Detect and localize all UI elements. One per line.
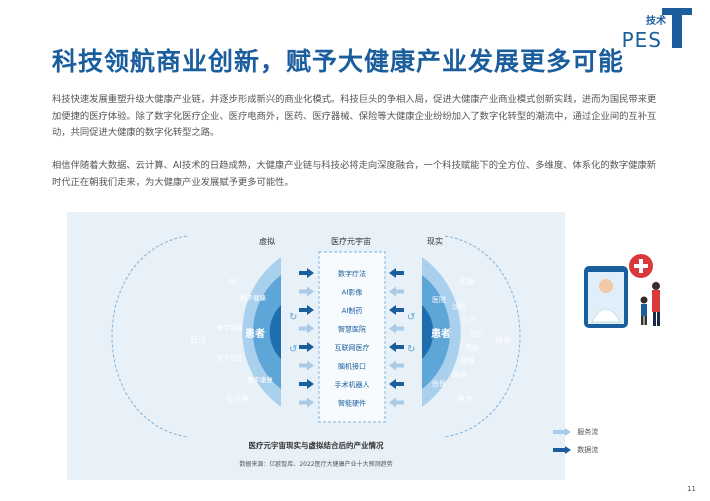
- left-rings: [242, 257, 281, 407]
- right-cycle-icon-bottom: ↻: [407, 344, 415, 355]
- middle-item: 脑机接口: [338, 362, 366, 371]
- data-arrow-icon: [553, 446, 571, 454]
- middle-item: 智能硬件: [338, 399, 366, 408]
- legend-service-label: 服务流: [577, 428, 599, 436]
- flow-arrow-right: [389, 360, 404, 371]
- diagram-source: 数据来源：亿欧智库、2022医疗大健康产业十大预测趋势: [239, 460, 392, 468]
- brand-logo: 技术 PES: [582, 8, 692, 54]
- legend-data-label: 数据流: [577, 446, 599, 454]
- middle-item: 互联网医疗: [335, 343, 370, 352]
- legend-data: 数据流: [553, 445, 633, 455]
- paragraph-1: 科技快速发展重塑升级大健康产业链，并逐步形成新兴的商业化模式。科技巨头的争相入局…: [52, 94, 657, 138]
- middle-arrows: [299, 268, 404, 408]
- brand-t-glyph: [662, 8, 692, 48]
- page-title: 科技领航商业创新，赋予大健康产业发展更多可能: [52, 47, 625, 76]
- flow-arrow-left: [299, 286, 314, 297]
- right-inner-drugs: 药品: [465, 343, 479, 352]
- left-inner-rehab: 数字康复: [247, 375, 274, 384]
- middle-item: AI制药: [342, 306, 363, 315]
- left-center: 患者: [245, 327, 265, 340]
- left-cycle-icon-top: ↻: [289, 312, 297, 323]
- flow-arrow-right: [389, 268, 404, 278]
- left-outer-cloud: 云计算: [225, 394, 249, 404]
- metaverse-diagram: 虚拟 医疗元宇宙 现实 患者 AI 算法 云计算 数字健康 数字诊断 数字治疗 …: [111, 235, 521, 468]
- right-inner-insurance: 伤保: [432, 379, 446, 388]
- dashed-arc-right: [444, 235, 521, 438]
- left-outer-ai: AI: [229, 277, 237, 286]
- right-outer-device: 设备: [459, 276, 475, 286]
- doctor-body: [591, 308, 621, 323]
- paragraph-2: 相信伴随着大数据、云计算、AI技术的日趋成熟，大健康产业链与科技必将走向深度融合…: [52, 160, 657, 188]
- flow-arrow-left: [299, 360, 314, 371]
- right-rings: [422, 257, 461, 407]
- parent-head: [652, 282, 660, 290]
- right-inner-hospital: 医院: [432, 295, 446, 304]
- middle-item: AI影像: [342, 288, 363, 297]
- middle-item: 智慧医院: [338, 325, 366, 334]
- flow-arrow-right: [389, 397, 404, 408]
- right-inner-clinic: 诊所: [452, 302, 466, 311]
- legend-service: 服务流: [553, 427, 633, 437]
- service-arrow-icon: [553, 428, 571, 436]
- right-outer-power: 算力: [457, 394, 473, 404]
- doctor-family-illustration: [584, 254, 660, 328]
- left-inner-health: 数字健康: [240, 293, 267, 302]
- dashed-arc-left: [111, 235, 188, 438]
- child-body: [641, 304, 647, 316]
- diagram-panel: 虚拟 医疗元宇宙 现实 患者 AI 算法 云计算 数字健康 数字诊断 数字治疗 …: [67, 212, 565, 480]
- flow-arrow-right: [389, 342, 404, 352]
- flow-arrow-left: [299, 342, 314, 352]
- page-number: 11: [687, 485, 696, 493]
- left-outer-algo: 算法: [190, 335, 206, 345]
- left-inner-treat: 数字治疗: [217, 353, 244, 362]
- flow-arrow-left: [299, 323, 314, 334]
- brand-tag: 技术: [646, 16, 666, 27]
- brand-pes: PES: [621, 28, 662, 52]
- right-inner-device: 器械: [460, 356, 474, 365]
- middle-item: 手术机器人: [335, 380, 370, 389]
- left-cycle-icon-bottom: ↺: [289, 344, 297, 355]
- flow-arrow-right: [389, 379, 404, 389]
- flow-arrow-left: [299, 268, 314, 278]
- right-center: 患者: [431, 327, 451, 340]
- flow-arrow-left: [299, 397, 314, 408]
- right-cycle-icon-top: ↺: [407, 312, 415, 323]
- header-real: 现实: [427, 236, 443, 246]
- flow-arrow-right: [389, 305, 404, 315]
- right-outer-terminal: 终端: [495, 335, 511, 345]
- child-head: [640, 296, 648, 304]
- left-inner-diagnose: 数字诊断: [217, 323, 244, 332]
- header-virtual: 虚拟: [259, 236, 275, 246]
- parent-body: [652, 290, 660, 312]
- right-inner-circulation: 流通: [452, 370, 466, 379]
- middle-box: [318, 251, 386, 423]
- middle-item: 数字疗法: [338, 269, 366, 278]
- doctor-head: [599, 279, 613, 293]
- diagram-caption: 医疗元宇宙现实与虚拟结合后的产业情况: [249, 440, 384, 450]
- right-inner-third: 三方: [462, 314, 476, 323]
- right-inner-community: 社区: [470, 329, 484, 338]
- flow-arrow-left: [299, 305, 314, 315]
- flow-arrow-right: [389, 286, 404, 297]
- flow-arrow-left: [299, 379, 314, 389]
- header-meta: 医疗元宇宙: [331, 236, 371, 246]
- flow-arrow-right: [389, 323, 404, 334]
